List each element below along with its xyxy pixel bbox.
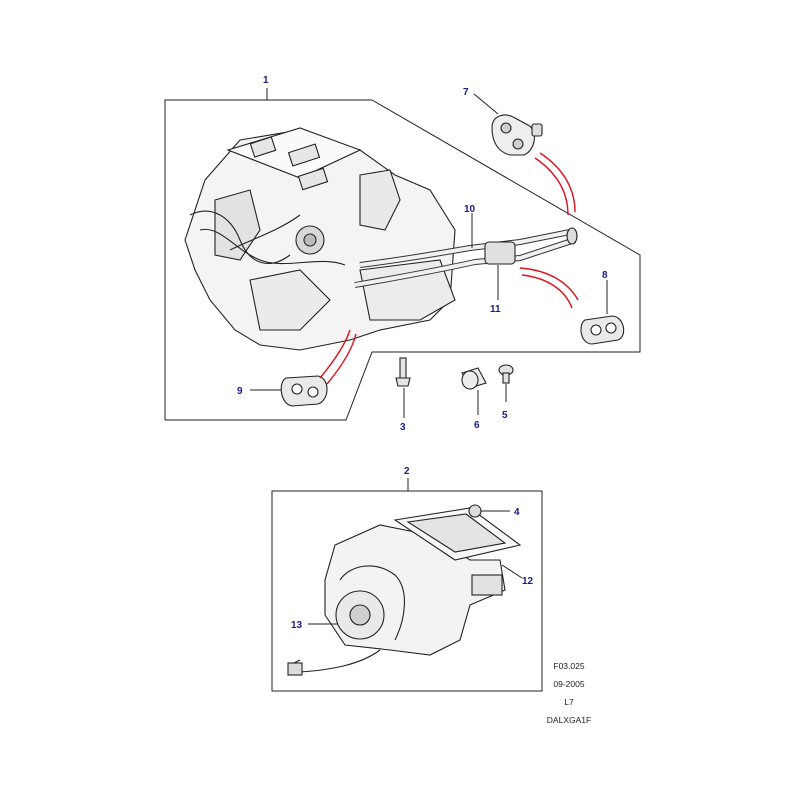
callout-3[interactable]: 3 bbox=[400, 388, 406, 433]
svg-text:7: 7 bbox=[463, 87, 469, 98]
svg-text:5: 5 bbox=[502, 410, 508, 421]
svg-text:8: 8 bbox=[602, 270, 608, 281]
heater-assembly-illustration bbox=[184, 127, 578, 351]
callout-11[interactable]: 11 bbox=[490, 265, 501, 315]
screw-part-5 bbox=[498, 364, 514, 384]
callout-12[interactable]: 12 bbox=[501, 564, 534, 587]
svg-text:13: 13 bbox=[291, 620, 303, 631]
diagram-code: DALXGA1F bbox=[546, 715, 592, 725]
svg-text:10: 10 bbox=[464, 204, 476, 215]
seal-part-9 bbox=[280, 375, 328, 407]
callout-10[interactable]: 10 bbox=[464, 204, 476, 248]
frame-blower-assembly bbox=[271, 490, 543, 692]
svg-text:9: 9 bbox=[237, 386, 243, 397]
spacer-part-6 bbox=[461, 367, 487, 390]
callout-9[interactable]: 9 bbox=[237, 386, 282, 397]
svg-text:6: 6 bbox=[474, 420, 480, 431]
callout-1[interactable]: 1 bbox=[263, 75, 269, 100]
svg-text:4: 4 bbox=[514, 507, 520, 518]
callout-8[interactable]: 8 bbox=[602, 270, 608, 314]
frame-heater-assembly bbox=[164, 99, 641, 421]
svg-text:12: 12 bbox=[522, 576, 534, 587]
callout-5[interactable]: 5 bbox=[502, 384, 508, 421]
grommet-part-7 bbox=[491, 114, 543, 156]
seal-part-8 bbox=[580, 315, 625, 345]
nut-part-4 bbox=[468, 504, 482, 518]
svg-text:2: 2 bbox=[404, 466, 410, 477]
callout-6[interactable]: 6 bbox=[474, 390, 480, 431]
callout-13[interactable]: 13 bbox=[291, 620, 338, 631]
callout-4[interactable]: 4 bbox=[481, 507, 520, 518]
blower-assembly-illustration bbox=[287, 507, 522, 676]
callout-2[interactable]: 2 bbox=[404, 466, 410, 491]
stud-part-3 bbox=[395, 357, 411, 387]
svg-text:3: 3 bbox=[400, 422, 406, 433]
svg-text:1: 1 bbox=[263, 75, 269, 86]
svg-text:11: 11 bbox=[490, 304, 501, 315]
leader-arcs bbox=[319, 152, 579, 385]
callout-7[interactable]: 7 bbox=[463, 87, 499, 115]
model-code: L7 bbox=[564, 697, 574, 707]
figure-date: 09-2005 bbox=[553, 679, 585, 689]
figure-reference: F03.025 bbox=[553, 661, 585, 671]
